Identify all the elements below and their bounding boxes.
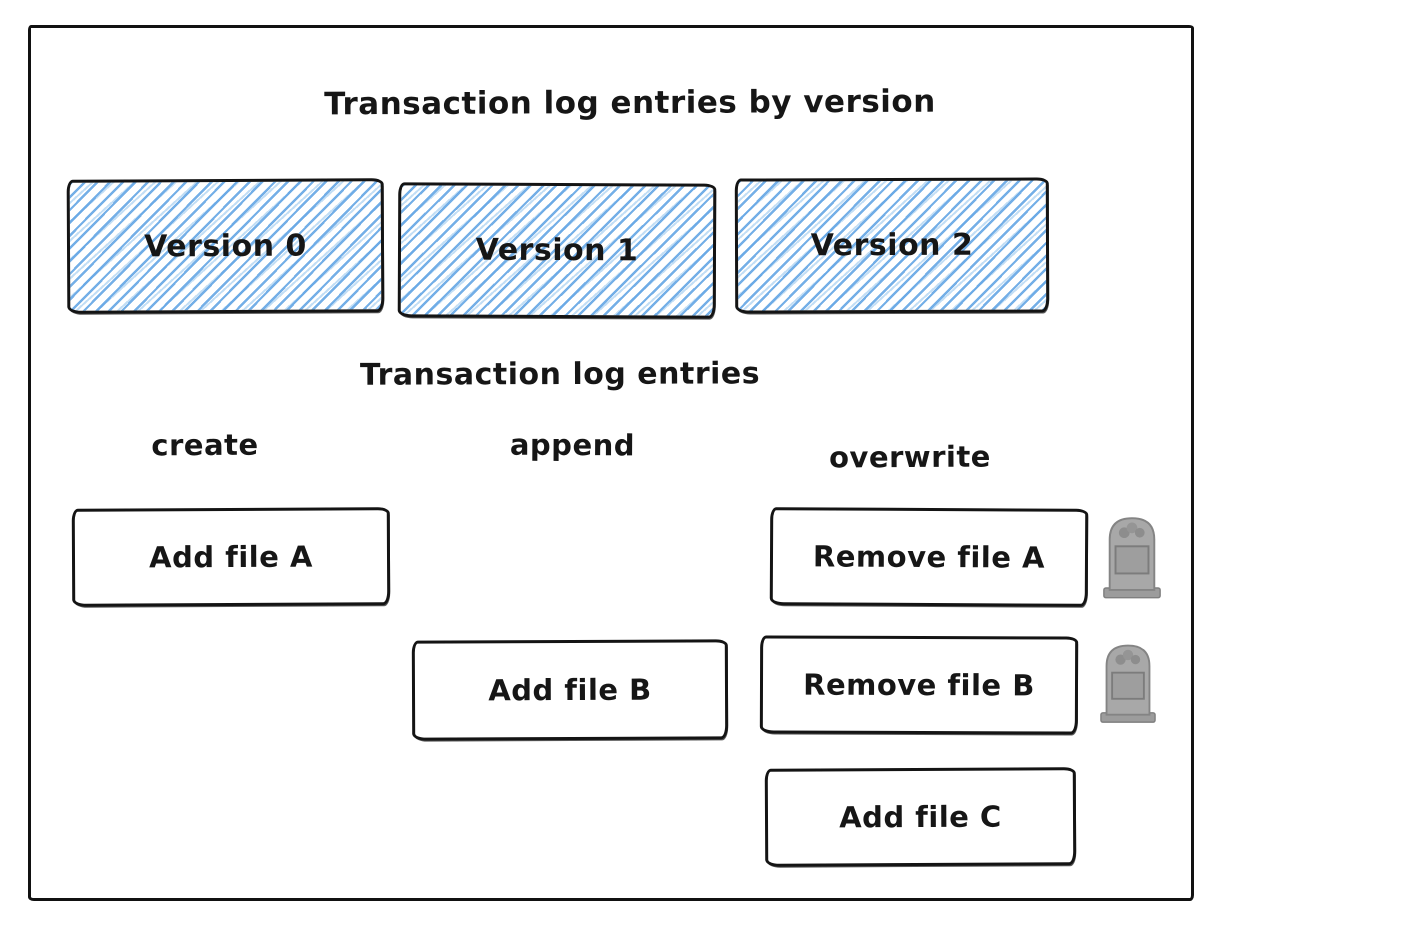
column-header-create: create (151, 427, 259, 463)
entry-remove-file-a: Remove file A (769, 507, 1089, 607)
tombstone-icon (1096, 640, 1160, 724)
version-1-box: Version 1 (397, 182, 717, 319)
entry-remove-file-b-label: Remove file B (803, 667, 1035, 703)
version-2-box: Version 2 (734, 177, 1050, 314)
entry-add-file-b-label: Add file B (488, 672, 652, 708)
entry-add-file-c: Add file C (764, 767, 1077, 867)
entry-add-file-c-label: Add file C (839, 799, 1002, 835)
log-section-title: Transaction log entries (359, 355, 761, 393)
entry-add-file-a-label: Add file A (149, 539, 313, 575)
diagram-title: Transaction log entries by version (324, 83, 936, 123)
version-2-label: Version 2 (810, 227, 974, 264)
version-1-label: Version 1 (475, 232, 639, 269)
column-header-append: append (509, 427, 636, 463)
entry-add-file-b: Add file B (411, 639, 729, 741)
column-header-overwrite: overwrite (828, 439, 992, 475)
entry-add-file-a: Add file A (71, 507, 391, 607)
entry-remove-file-b: Remove file B (759, 635, 1079, 735)
entry-remove-file-a-label: Remove file A (812, 539, 1046, 575)
diagram-frame (28, 25, 1194, 901)
version-0-box: Version 0 (66, 178, 385, 314)
tombstone-icon (1100, 512, 1164, 600)
version-0-label: Version 0 (144, 228, 307, 264)
